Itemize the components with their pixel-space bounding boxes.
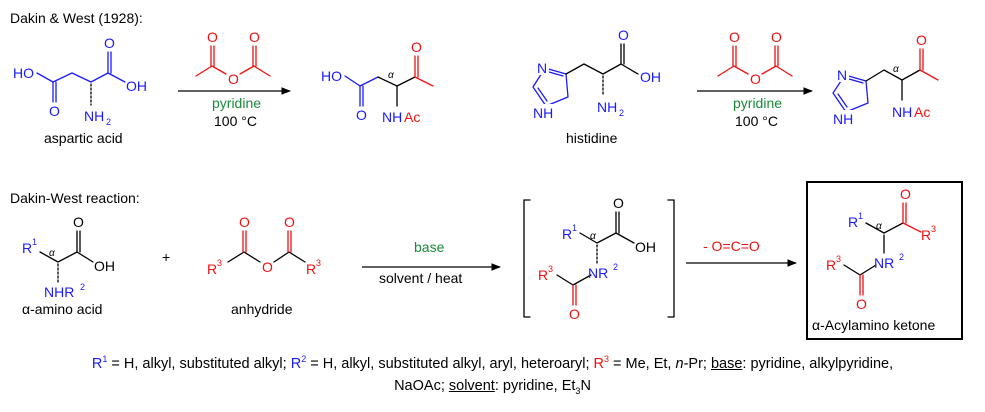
svg-text:NH: NH [382,109,402,125]
top-title: Dakin & West (1928): [10,10,143,26]
svg-text:O: O [569,306,580,322]
svg-text:O: O [228,71,239,87]
svg-text:O: O [49,103,60,119]
anhydride-structure: R 3 O O O R 3 [207,214,321,277]
product-2-structure: N NH O α NH Ac [832,32,939,127]
svg-text:α: α [590,231,596,242]
svg-text:2: 2 [619,108,624,118]
acetic-anhydride-2: O O O [717,29,793,87]
svg-text:OH: OH [94,258,115,274]
svg-text:O: O [916,32,927,48]
svg-text:N: N [837,67,847,83]
svg-text:NH: NH [597,99,617,115]
legend-line-1: R1 = H, alkyl, substituted alkyl; R2 = H… [91,354,894,372]
plus-sign: + [162,249,170,265]
catalyst-1: pyridine [212,95,261,111]
svg-text:NH: NH [84,108,104,124]
svg-text:α: α [49,248,55,259]
product-1-structure: HO O O α NH Ac [321,39,434,125]
svg-text:1: 1 [572,223,577,233]
svg-text:Ac: Ac [404,109,420,125]
product-name: α-Acylamino ketone [812,317,935,333]
acetic-anhydride-1: O O O [195,29,271,87]
svg-text:O: O [73,214,84,230]
svg-text:O: O [771,29,782,45]
svg-text:O: O [239,214,250,230]
solvent-heat-label: solvent / heat [379,270,462,286]
svg-text:O: O [262,259,273,275]
svg-text:R: R [306,261,316,277]
svg-text:O: O [284,214,295,230]
svg-text:HO: HO [321,68,342,84]
svg-text:NR: NR [588,265,608,281]
svg-text:OH: OH [126,78,147,94]
acylamino-ketone-structure: R 1 α O R 3 NR 2 R 3 O [826,186,936,312]
svg-text:NR: NR [874,255,894,271]
svg-text:3: 3 [931,224,936,234]
svg-text:α: α [893,64,899,75]
svg-text:R: R [848,214,858,230]
svg-text:2: 2 [899,252,904,262]
substituent-legend: R1 = H, alkyl, substituted alkyl; R2 = H… [0,348,985,402]
svg-text:α: α [876,221,882,232]
svg-text:R: R [538,267,548,283]
base-label: base [414,239,445,255]
svg-text:2: 2 [80,282,85,292]
svg-text:3: 3 [316,258,321,268]
svg-text:2: 2 [613,262,618,272]
svg-text:R: R [207,261,217,277]
svg-text:OH: OH [635,239,656,255]
svg-text:3: 3 [548,264,553,274]
right-bracket [667,199,675,318]
svg-text:1: 1 [858,211,863,221]
svg-text:NH: NH [533,105,553,121]
svg-text:1: 1 [32,237,37,247]
intermediate-structure: R 1 α O OH NR 2 R 3 O [538,195,656,322]
svg-text:OH: OH [640,69,661,85]
svg-text:O: O [729,29,740,45]
histidine-structure: N NH O OH NH 2 [532,27,661,121]
co2-loss-label: - O=C=O [703,238,760,254]
svg-text:NH: NH [892,104,912,120]
svg-text:R: R [826,257,836,273]
aspartic-acid-name: aspartic acid [44,130,123,146]
aspartic-acid-structure: HO O O OH NH 2 [13,35,147,127]
svg-text:O: O [249,29,260,45]
svg-text:3: 3 [836,254,841,264]
svg-text:O: O [856,296,867,312]
svg-text:O: O [613,195,624,211]
svg-text:HO: HO [13,65,34,81]
catalyst-2: pyridine [733,95,782,111]
anhydride-name: anhydride [231,301,293,317]
svg-text:R: R [921,227,931,243]
svg-text:O: O [411,39,422,55]
svg-text:2: 2 [106,117,111,127]
svg-text:NH: NH [833,111,853,127]
svg-text:R: R [562,226,572,242]
amino-acid-name: α-amino acid [22,301,102,317]
svg-text:O: O [750,71,761,87]
svg-text:O: O [356,107,367,123]
svg-text:N: N [537,60,547,76]
amino-acid-structure: R 1 α O OH NHR 2 [22,214,115,300]
histidine-name: histidine [566,130,618,146]
svg-text:O: O [207,29,218,45]
legend-line-2: NaOAc; solvent: pyridine, Et3N [394,377,591,396]
svg-text:3: 3 [217,258,222,268]
product-box [806,181,963,340]
svg-text:O: O [104,35,115,51]
svg-text:NHR: NHR [44,284,74,300]
conditions-1: 100 °C [214,113,257,129]
svg-text:R: R [22,240,32,256]
conditions-2: 100 °C [735,113,778,129]
svg-text:α: α [388,70,394,81]
left-bracket [523,199,531,318]
bottom-title: Dakin-West reaction: [10,190,140,206]
svg-text:O: O [618,27,629,43]
svg-text:O: O [900,186,911,202]
svg-text:Ac: Ac [914,104,930,120]
